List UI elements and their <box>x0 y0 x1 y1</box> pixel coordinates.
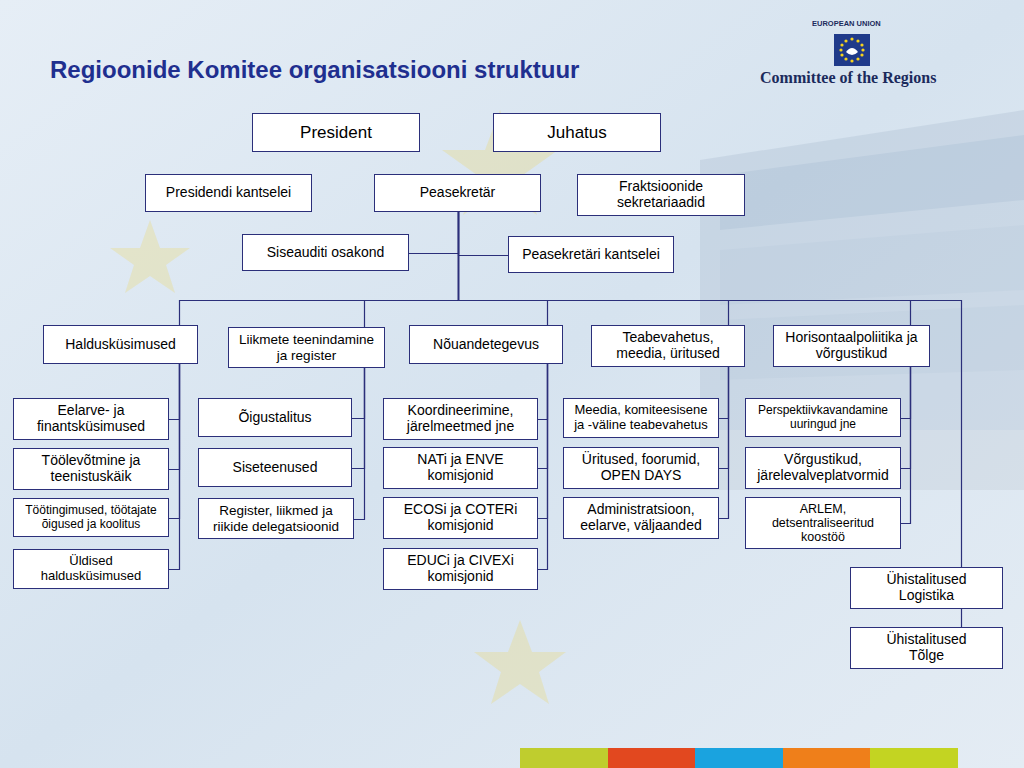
org-box: EDUCi ja CIVEXi komisjonid <box>383 548 538 590</box>
org-box: Siseauditi osakond <box>242 234 409 271</box>
box-text: President <box>297 121 375 144</box>
org-box: Peasekretär <box>374 174 541 212</box>
eu-logo <box>834 34 870 66</box>
connector <box>169 364 180 570</box>
org-box: NATi ja ENVE komisjonid <box>383 447 538 489</box>
org-box: Peasekretäri kantselei <box>508 236 674 273</box>
box-text: Peasekretäri kantselei <box>519 245 663 265</box>
box-text: Meedia, komiteesisene ja -väline teabeva… <box>565 401 717 434</box>
connector <box>538 364 548 519</box>
color-bar <box>520 748 958 768</box>
org-box: Koordineerimine, järelmeetmed jne <box>383 398 538 440</box>
org-box: Administratsioon, eelarve, väljaanded <box>563 497 719 539</box>
org-box: Register, liikmed ja riikide delegatsioo… <box>198 498 354 539</box>
org-box: Eelarve- ja finantsküsimused <box>13 398 169 440</box>
org-box: Juhatus <box>493 113 661 152</box>
connector <box>901 367 911 524</box>
org-box: Siseteenused <box>198 448 352 487</box>
box-text: Siseteenused <box>230 458 321 478</box>
connector <box>169 364 180 420</box>
org-box: Meedia, komiteesisene ja -väline teabeva… <box>563 398 719 438</box>
box-text: Eelarve- ja finantsküsimused <box>15 401 167 436</box>
org-box: Ühistalitused Logistika <box>850 567 1003 609</box>
connector <box>961 609 962 627</box>
org-box: Haldusküsimused <box>43 325 198 364</box>
box-text: Üldised haldusküsimused <box>15 552 167 585</box>
box-text: NATi ja ENVE komisjonid <box>385 450 536 485</box>
connector <box>169 364 180 519</box>
box-text: Nõuandetegevus <box>430 335 542 355</box>
box-text: Siseauditi osakond <box>264 243 388 263</box>
connector <box>169 364 180 470</box>
connector <box>459 212 911 325</box>
org-box: President <box>252 113 420 152</box>
org-box: ECOSi ja COTERi komisjonid <box>383 497 538 539</box>
chart-title: Regioonide Komitee organisatsiooni struk… <box>50 56 579 84</box>
logo-text: EUROPEAN UNION <box>812 19 881 28</box>
connector <box>538 364 548 420</box>
box-text: Fraktsioonide sekretariaadid <box>602 177 720 212</box>
connector <box>352 368 365 469</box>
connector <box>180 212 459 325</box>
connector <box>538 364 548 469</box>
box-text: Võrgustikud, järelevalveplatvormid <box>747 450 899 485</box>
org-box: Õigustalitus <box>198 398 352 437</box>
connector <box>459 212 729 325</box>
org-box: ARLEM, detsentraliseeritud koostöö <box>745 497 901 549</box>
box-text: Register, liikmed ja riikide delegatsioo… <box>200 501 352 535</box>
box-text: Ühistalitused Logistika <box>872 570 982 605</box>
connector <box>901 367 911 419</box>
org-box: Horisontaalpoliitika ja võrgustikud <box>773 325 930 367</box>
connector <box>459 212 509 256</box>
org-box: Nõuandetegevus <box>409 325 563 364</box>
connector <box>901 367 911 469</box>
connector <box>538 364 548 570</box>
box-text: EDUCi ja CIVEXi komisjonid <box>385 551 536 586</box>
org-box: Presidendi kantselei <box>145 174 312 212</box>
box-text: Peasekretär <box>417 183 498 203</box>
box-text: Horisontaalpoliitika ja võrgustikud <box>775 328 928 363</box>
box-text: Teabevahetus, meedia, üritused <box>606 328 731 363</box>
box-text: Liikmete teenindamine ja register <box>230 330 383 364</box>
connector <box>719 367 729 419</box>
org-box: Fraktsioonide sekretariaadid <box>577 174 745 216</box>
connector <box>719 367 729 519</box>
org-box: Ühistalitused Tõlge <box>850 627 1003 669</box>
box-text: ARLEM, detsentraliseeritud koostöö <box>747 500 899 546</box>
logo-text: Committee of the Regions <box>760 69 936 87</box>
org-box: Liikmete teenindamine ja register <box>228 327 385 368</box>
org-box: Üritused, foorumid, OPEN DAYS <box>563 447 719 489</box>
faint-stars <box>110 110 566 704</box>
box-text: Õigustalitus <box>235 408 314 428</box>
org-box: Perspektiivkavandamine uuringud jne <box>745 398 901 437</box>
box-text: Administratsioon, eelarve, väljaanded <box>565 500 717 535</box>
org-box: Üldised haldusküsimused <box>13 549 169 589</box>
box-text: Töötingimused, töötajate õigused ja kool… <box>15 502 167 533</box>
box-text: Ühistalitused Tõlge <box>872 630 982 665</box>
box-text: Üritused, foorumid, OPEN DAYS <box>565 450 717 485</box>
org-box: Töötingimused, töötajate õigused ja kool… <box>13 498 169 537</box>
connector <box>719 367 729 469</box>
box-text: Haldusküsimused <box>62 335 179 355</box>
connector <box>354 368 365 520</box>
box-text: Juhatus <box>544 121 610 144</box>
box-text: Perspektiivkavandamine uuringud jne <box>747 402 899 433</box>
box-text: Presidendi kantselei <box>163 183 294 203</box>
org-box: Teabevahetus, meedia, üritused <box>591 325 745 367</box>
connector <box>352 368 365 419</box>
box-text: ECOSi ja COTERi komisjonid <box>385 500 536 535</box>
box-text: Koordineerimine, järelmeetmed jne <box>385 401 536 436</box>
box-text: Töölevõtmine ja teenistuskäik <box>15 451 167 486</box>
org-box: Võrgustikud, järelevalveplatvormid <box>745 447 901 489</box>
org-box: Töölevõtmine ja teenistuskäik <box>13 448 169 490</box>
